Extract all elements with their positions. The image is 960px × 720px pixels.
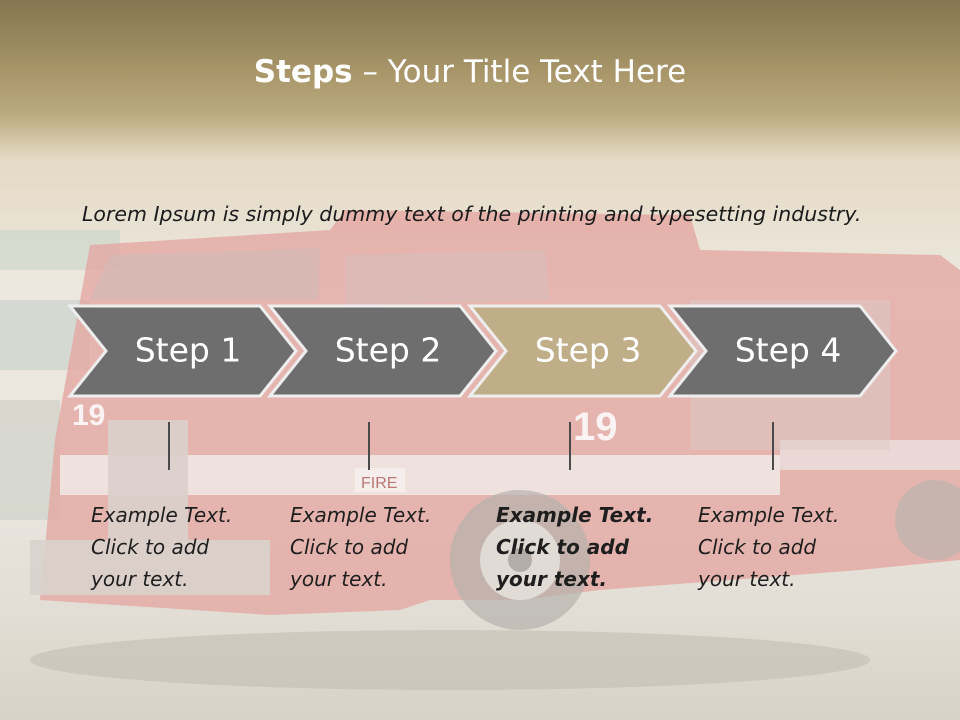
step-2-caption[interactable]: Example Text. Click to add your text. xyxy=(290,499,480,595)
slide-title: Steps – Your Title Text Here xyxy=(0,54,940,90)
step-4-chevron[interactable]: Step 4 xyxy=(666,304,898,398)
step-2-chevron[interactable]: Step 2 xyxy=(266,304,498,398)
caption-line: your text. xyxy=(290,567,388,591)
step-4-label: Step 4 xyxy=(735,331,842,370)
caption-line: Click to add xyxy=(91,535,210,559)
step-2-label: Step 2 xyxy=(335,331,442,370)
step-1-chevron[interactable]: Step 1 xyxy=(66,304,298,398)
caption-line: Example Text. xyxy=(290,503,432,527)
step-4-connector xyxy=(772,422,774,470)
step-4-caption[interactable]: Example Text. Click to add your text. xyxy=(698,499,888,595)
caption-line: Click to add xyxy=(698,535,817,559)
step-3-connector xyxy=(569,422,571,470)
intro-paragraph: Lorem Ipsum is simply dummy text of the … xyxy=(82,202,862,226)
fire-panel-label: FIRE xyxy=(361,475,397,492)
caption-line: your text. xyxy=(496,567,608,591)
step-1-caption[interactable]: Example Text. Click to add your text. xyxy=(91,499,281,595)
caption-line: your text. xyxy=(698,567,796,591)
truck-number-left: 19 xyxy=(72,399,105,432)
caption-line: Example Text. xyxy=(91,503,233,527)
step-3-caption[interactable]: Example Text. Click to add your text. xyxy=(496,499,686,595)
step-1-label: Step 1 xyxy=(135,331,242,370)
step-3-label: Step 3 xyxy=(535,331,642,370)
truck-number-right: 19 xyxy=(573,405,618,449)
title-keyword: Steps xyxy=(253,54,353,90)
caption-line: Click to add xyxy=(496,535,629,559)
step-1-connector xyxy=(168,422,170,470)
caption-line: Click to add xyxy=(290,535,409,559)
title-text: – Your Title Text Here xyxy=(352,54,687,90)
caption-line: Example Text. xyxy=(698,503,840,527)
step-3-chevron[interactable]: Step 3 xyxy=(466,304,698,398)
caption-line: Example Text. xyxy=(496,503,654,527)
caption-line: your text. xyxy=(91,567,189,591)
step-2-connector xyxy=(368,422,370,470)
